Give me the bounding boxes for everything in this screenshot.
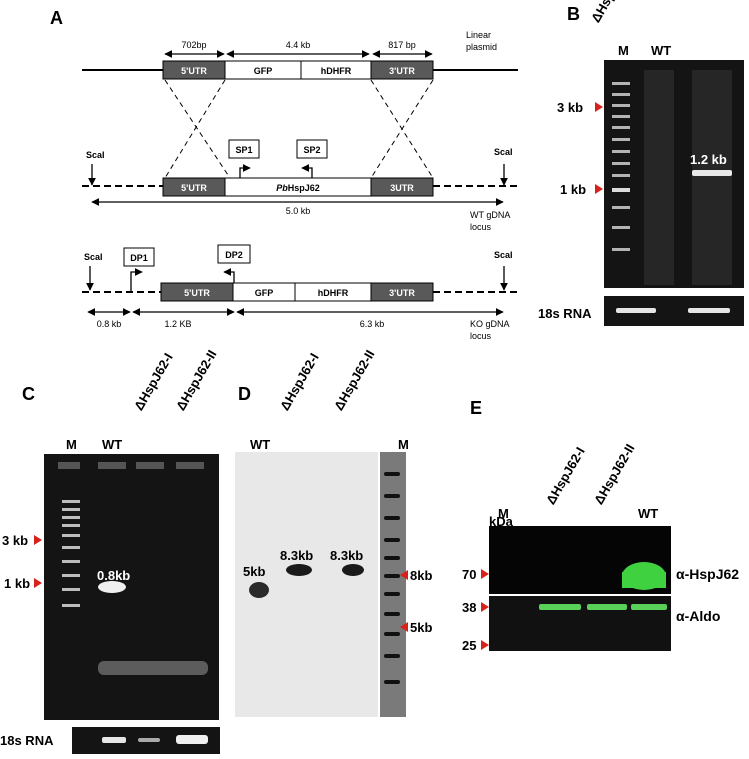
plasmid-hdhfr-label: hDHFR [321, 66, 352, 76]
d-band-8-3kb-2: 8.3kb [330, 548, 364, 563]
d-marker-lane [380, 452, 406, 717]
b-loading-label: 18s RNA [538, 306, 592, 321]
d-lane-label-ko1: ΔHspJ62-I [277, 350, 322, 413]
d-lane-label-ko2: ΔHspJ62-II [331, 347, 378, 413]
e-marker-arrow-25 [481, 640, 489, 650]
e-marker-70: 70 [462, 567, 477, 582]
ko-size-0-8: 0.8 kb [97, 319, 122, 329]
e-marker-25: 25 [462, 638, 477, 653]
wt-hspj62-label: PbHspJ62 [276, 183, 320, 193]
wt-3utr-box [370, 177, 434, 197]
e-lane-label-m: M [498, 506, 509, 521]
c-marker-arrow-3kb [34, 535, 42, 545]
wt-size: 5.0 kb [286, 206, 311, 216]
plasmid-gfp-label: GFP [254, 66, 273, 76]
panel-label-a: A [50, 8, 63, 28]
e-lane-label-ko1: ΔHspJ62-I [543, 444, 588, 507]
c-marker-3kb: 3 kb [2, 533, 29, 548]
b-gel-bands [612, 70, 732, 285]
plasmid-size-817: 817 bp [388, 40, 416, 50]
e-marker-arrow-70 [481, 569, 489, 579]
ko-gfp-label: GFP [255, 288, 274, 298]
ko-hdhfr-label: hDHFR [318, 288, 349, 298]
c-gel-image [44, 454, 219, 720]
d-marker-arrow-5kb [400, 622, 408, 632]
b-18s-gel [604, 296, 744, 326]
b-lane-label-delta: ΔHspJ62 [588, 0, 629, 25]
b-marker-arrow-1kb [595, 184, 603, 194]
c-gel-bands [58, 462, 208, 675]
e-lane-label-wt: WT [638, 506, 659, 521]
gene-targeting-schematic: 5'UTR GFP hDHFR 3'UTR 702bp 4.4 kb 817 b… [82, 30, 518, 341]
d-lane-label-m: M [398, 437, 409, 452]
wt-3utr-label: 3UTR [390, 183, 414, 193]
e-marker-arrow-38 [481, 602, 489, 612]
plasmid-size-4-4: 4.4 kb [286, 40, 311, 50]
e-antibody-hspj62: α-HspJ62 [676, 566, 740, 582]
ko-scal-left: ScaI [84, 252, 103, 262]
d-band-5kb: 5kb [243, 564, 266, 579]
ko-size-1-2: 1.2 KB [164, 319, 191, 329]
e-lane-label-ko2: ΔHspJ62-II [591, 441, 638, 507]
e-unit-label: kDa [489, 514, 513, 529]
ko-3utr-label: 3'UTR [389, 288, 415, 298]
d-blot-bands [249, 564, 364, 598]
panel-label-b: B [567, 4, 580, 24]
c-loading-label: 18s RNA [0, 733, 54, 748]
ko-scal-right: ScaI [494, 250, 513, 260]
ko-5utr-label: 5'UTR [184, 288, 210, 298]
c-18s-gel [72, 727, 220, 754]
e-hspj62-blot [489, 526, 671, 594]
b-lane-label-m: M [618, 43, 629, 58]
b-marker-1kb: 1 kb [560, 182, 587, 197]
wt-5utr-label: 5'UTR [181, 183, 207, 193]
sp1-primer: SP1 [235, 145, 252, 155]
d-marker-5kb: 5kb [410, 620, 433, 635]
b-marker-arrow-3kb [595, 102, 603, 112]
panel-label-d: D [238, 384, 251, 404]
plasmid-3utr-label: 3'UTR [389, 66, 415, 76]
e-aldo-blot [489, 596, 671, 651]
d-band-8-3kb-1: 8.3kb [280, 548, 314, 563]
c-lane-label-ko1: ΔHspJ62-I [131, 350, 176, 413]
e-antibody-aldo: α-Aldo [676, 608, 721, 624]
d-blot-image [235, 452, 378, 717]
c-lane-label-wt: WT [102, 437, 123, 452]
b-marker-3kb: 3 kb [557, 100, 584, 115]
dp1-primer: DP1 [130, 253, 148, 263]
plasmid-5utr-label: 5'UTR [181, 66, 207, 76]
wt-scal-left: ScaI [86, 150, 105, 160]
dp2-primer: DP2 [225, 250, 243, 260]
d-marker-arrow-8kb [400, 570, 408, 580]
c-band-0-8kb: 0.8kb [97, 568, 131, 583]
e-marker-38: 38 [462, 600, 477, 615]
ko-3utr-box [370, 282, 434, 302]
sp2-primer: SP2 [303, 145, 320, 155]
panel-label-c: C [22, 384, 35, 404]
c-lane-label-ko2: ΔHspJ62-II [173, 347, 220, 413]
panel-label-e: E [470, 398, 483, 418]
c-marker-arrow-1kb [34, 578, 42, 588]
c-lane-label-m: M [66, 437, 77, 452]
wt-scal-right: ScaI [494, 147, 513, 157]
b-lane-label-wt: WT [651, 43, 672, 58]
b-band-1-2kb: 1.2 kb [690, 152, 727, 167]
c-marker-1kb: 1 kb [4, 576, 31, 591]
ko-size-6-3: 6.3 kb [360, 319, 385, 329]
b-gel-image [604, 60, 744, 288]
plasmid-3utr-box [370, 60, 434, 80]
plasmid-size-702: 702bp [181, 40, 206, 50]
d-lane-label-wt: WT [250, 437, 271, 452]
d-marker-8kb: 8kb [410, 568, 433, 583]
